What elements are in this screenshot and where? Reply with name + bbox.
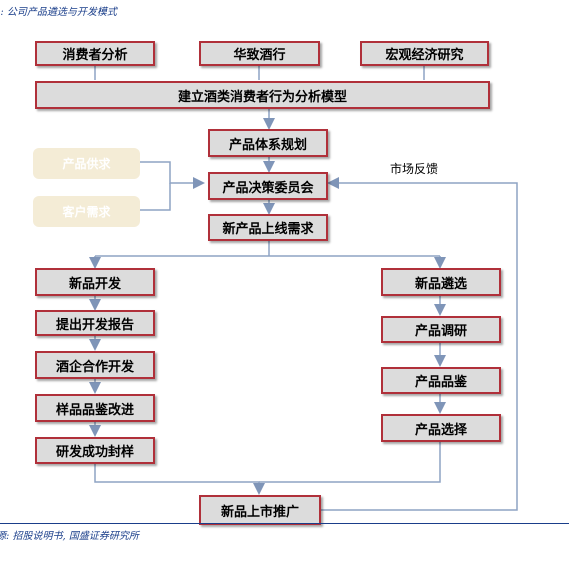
- figure-caption: 2: 公司产品遴选与开发模式: [0, 7, 117, 18]
- new-product-demand-box: 新产品上线需求: [208, 214, 328, 241]
- new-product-development-box: 新品开发: [35, 268, 155, 296]
- sample-tasting-box: 样品品鉴改进: [35, 394, 155, 422]
- product-system-planning-box: 产品体系规划: [208, 129, 328, 157]
- macro-research-box: 宏观经济研究: [360, 41, 489, 66]
- consumer-model-box: 建立酒类消费者行为分析模型: [35, 81, 490, 109]
- product-tasting-box: 产品品鉴: [381, 367, 501, 394]
- customer-demand-box: 客户需求: [33, 196, 140, 227]
- product-research-box: 产品调研: [381, 316, 501, 343]
- winery-cooperation-box: 酒企合作开发: [35, 351, 155, 379]
- product-supply-demand-box: 产品供求: [33, 148, 140, 179]
- bottom-rule: [0, 523, 569, 524]
- source-caption: 源: 招股说明书, 国盛证券研究所: [0, 531, 139, 542]
- product-choice-box: 产品选择: [381, 414, 501, 442]
- new-product-selection-box: 新品遴选: [381, 268, 501, 296]
- huazhi-liquor-box: 华致酒行: [199, 41, 320, 66]
- sample-sealing-box: 研发成功封样: [35, 437, 155, 464]
- market-feedback-label: 市场反馈: [390, 162, 439, 176]
- consumer-analysis-box: 消费者分析: [35, 41, 155, 66]
- new-product-launch-box: 新品上市推广: [199, 495, 321, 525]
- development-report-box: 提出开发报告: [35, 310, 155, 336]
- product-decision-committee-box: 产品决策委员会: [208, 172, 328, 200]
